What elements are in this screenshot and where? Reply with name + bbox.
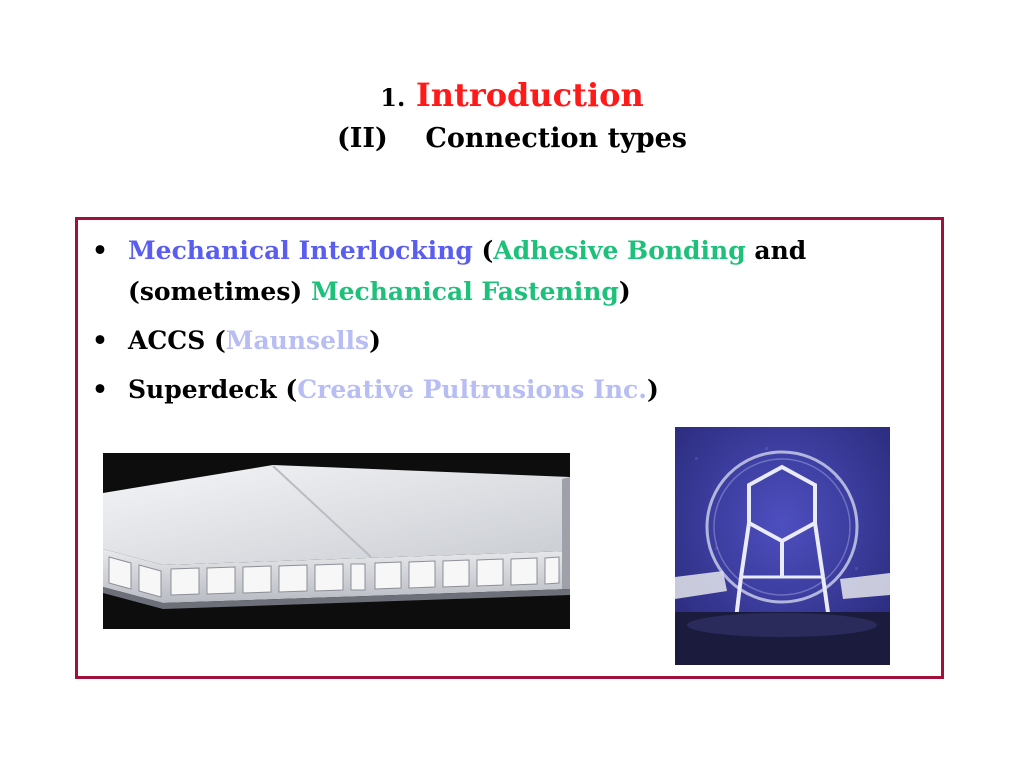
bullet-part: Adhesive Bonding	[493, 236, 746, 265]
hollow-panel-illustration	[103, 453, 570, 629]
bullet-item: • Mechanical Interlocking (Adhesive Bond…	[90, 230, 930, 312]
bullet-part: )	[647, 375, 659, 404]
hollow-panel-photo	[103, 453, 570, 629]
bullet-item: • ACCS (Maunsells)	[90, 320, 930, 361]
slide-title: 1. Introduction (II) Connection types	[0, 74, 1024, 159]
bullet-part: Mechanical Interlocking	[128, 236, 473, 265]
subtitle-text: Connection types	[425, 123, 687, 154]
bullet-dot: •	[92, 236, 108, 265]
bullet-part: and (sometimes)	[128, 236, 807, 306]
bullet-item: • Superdeck (Creative Pultrusions Inc.)	[90, 369, 930, 410]
bullet-part: Creative Pultrusions Inc.	[297, 375, 647, 404]
bullet-part: Maunsells	[225, 326, 370, 355]
title-number: 1.	[380, 83, 406, 112]
bullet-part: (	[472, 236, 494, 265]
subtitle-roman-numeral: (II)	[337, 123, 388, 154]
title-line-2: (II) Connection types	[0, 119, 1024, 159]
superdeck-illustration	[675, 427, 890, 665]
title-line-1: 1. Introduction	[0, 74, 1024, 119]
bullet-part: ACCS (	[128, 326, 226, 355]
bullet-list: • Mechanical Interlocking (Adhesive Bond…	[90, 230, 930, 418]
bullet-dot: •	[92, 375, 108, 404]
superdeck-photo	[675, 427, 890, 665]
title-heading: Introduction	[415, 76, 644, 114]
bullet-part: Mechanical Fastening	[310, 277, 619, 306]
bullet-part: )	[369, 326, 381, 355]
bullet-dot: •	[92, 326, 108, 355]
content-box: • Mechanical Interlocking (Adhesive Bond…	[75, 217, 944, 679]
bullet-part: Superdeck (	[128, 375, 298, 404]
bullet-part: )	[618, 277, 631, 306]
